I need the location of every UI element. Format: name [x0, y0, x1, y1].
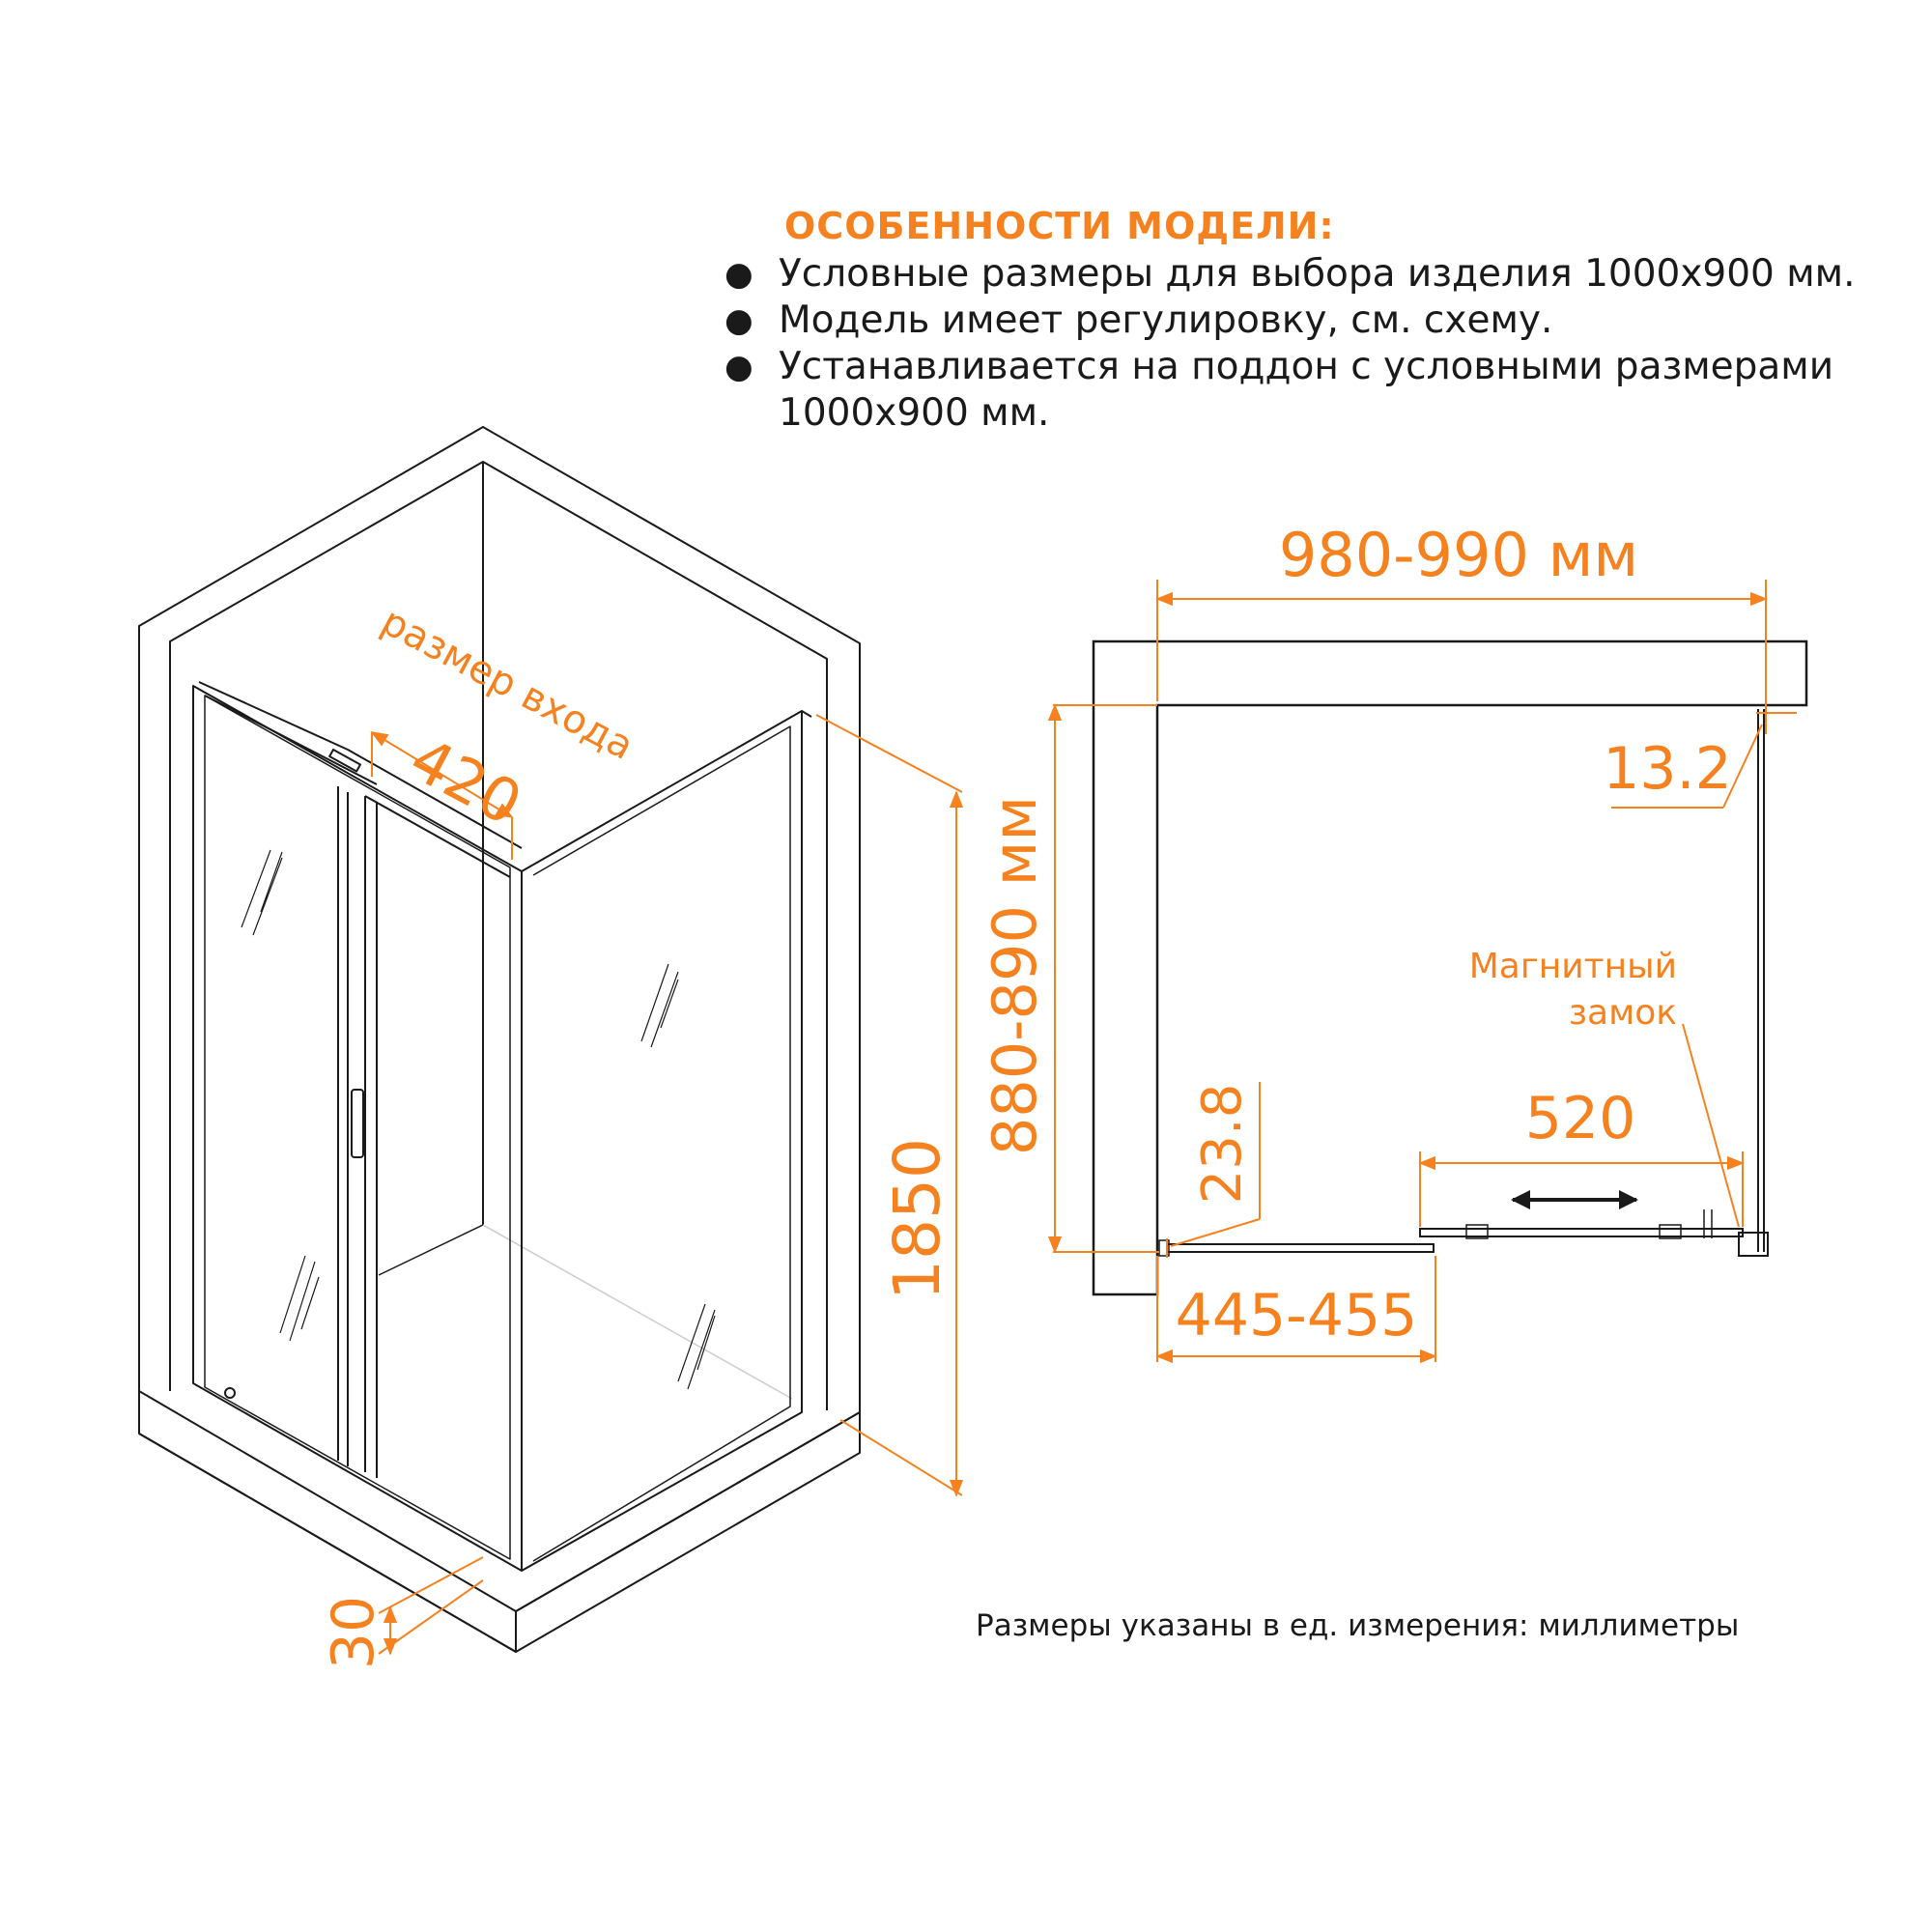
- leader-gap: [1722, 724, 1763, 809]
- plan-sliding-door: [1419, 1228, 1744, 1237]
- iso-shower-view: [138, 426, 861, 1653]
- feature-item: ● Модель имеет регулировку, см. схему.: [723, 298, 1901, 344]
- iso-wall-inner: [169, 461, 828, 1410]
- door-travel-value: 520: [1525, 1085, 1636, 1152]
- fixed-panel-value: 445-455: [1176, 1282, 1418, 1350]
- door-handle-icon: [351, 1089, 364, 1158]
- iso-dimensions: [370, 714, 964, 1656]
- plan-dimensions: [1047, 580, 1797, 1364]
- feature-text: Устанавливается на поддон с условными ра…: [779, 345, 1834, 435]
- iso-side-panel-inner: [532, 725, 791, 1562]
- iso-floor-back-right: [482, 1224, 793, 1400]
- bullet-icon: ●: [724, 348, 753, 386]
- tray-value: 30: [320, 1596, 387, 1669]
- feature-item: ● Условные размеры для выбора изделия 100…: [723, 251, 1901, 298]
- iso-fixed-panel-divider: [337, 786, 349, 1466]
- ext-line-height-bottom: [839, 1419, 963, 1496]
- features-title: ОСОБЕННОСТИ МОДЕЛИ:: [784, 205, 1335, 247]
- ext-line-tray-top: [378, 1556, 484, 1614]
- ext-line-height-top: [815, 714, 963, 793]
- leader-magnetic-lock: [1682, 1023, 1740, 1228]
- entrance-label: размер входа: [374, 599, 640, 769]
- units-footnote: Размеры указаны в ед. измерения: миллиме…: [976, 1608, 1740, 1643]
- iso-side-panel: [521, 710, 803, 1572]
- plan-fixed-panel: [1166, 1243, 1435, 1253]
- bullet-icon: ●: [724, 255, 753, 294]
- dim-line-entrance: [370, 731, 514, 818]
- iso-front-frame-inner: [204, 695, 511, 1560]
- iso-door-stopper: [224, 1387, 236, 1399]
- iso-side-cap: [801, 710, 812, 718]
- plan-wall-profile: [1158, 1239, 1170, 1257]
- iso-roller: [328, 749, 361, 773]
- height-value: 1850: [880, 1138, 954, 1300]
- magnetic-lock-icon: [1703, 1209, 1713, 1238]
- magnet-label-line1: Магнитный: [1469, 947, 1677, 986]
- magnet-label-line2: замок: [1569, 993, 1677, 1033]
- adjust-value: 23.8: [1191, 1084, 1254, 1205]
- iso-wall-outline: [138, 426, 861, 1653]
- width-value: 980-990 мм: [1279, 520, 1638, 590]
- bullet-icon: ●: [724, 301, 753, 340]
- iso-sliding-door: [364, 795, 511, 1478]
- plan-roller-1: [1465, 1224, 1489, 1239]
- features-list: ● Условные размеры для выбора изделия 100…: [723, 251, 1901, 437]
- leader-adjust: [1170, 1218, 1261, 1247]
- feature-text: Модель имеет регулировку, см. схему.: [779, 298, 1553, 342]
- feature-text: Условные размеры для выбора изделия 1000…: [779, 252, 1856, 296]
- depth-value: 880-890 мм: [980, 796, 1050, 1155]
- glass-reflection-icon: [241, 849, 716, 1390]
- ext-line-tray-bottom: [378, 1579, 484, 1655]
- plan-side-panel: [1757, 709, 1765, 1252]
- plan-corner-profile: [1738, 1232, 1769, 1257]
- feature-item: ● Устанавливается на поддон с условными р…: [723, 344, 1901, 437]
- iso-floor-back-left: [378, 1224, 484, 1276]
- gap-value: 13.2: [1603, 735, 1732, 803]
- plan-roller-2: [1659, 1224, 1682, 1239]
